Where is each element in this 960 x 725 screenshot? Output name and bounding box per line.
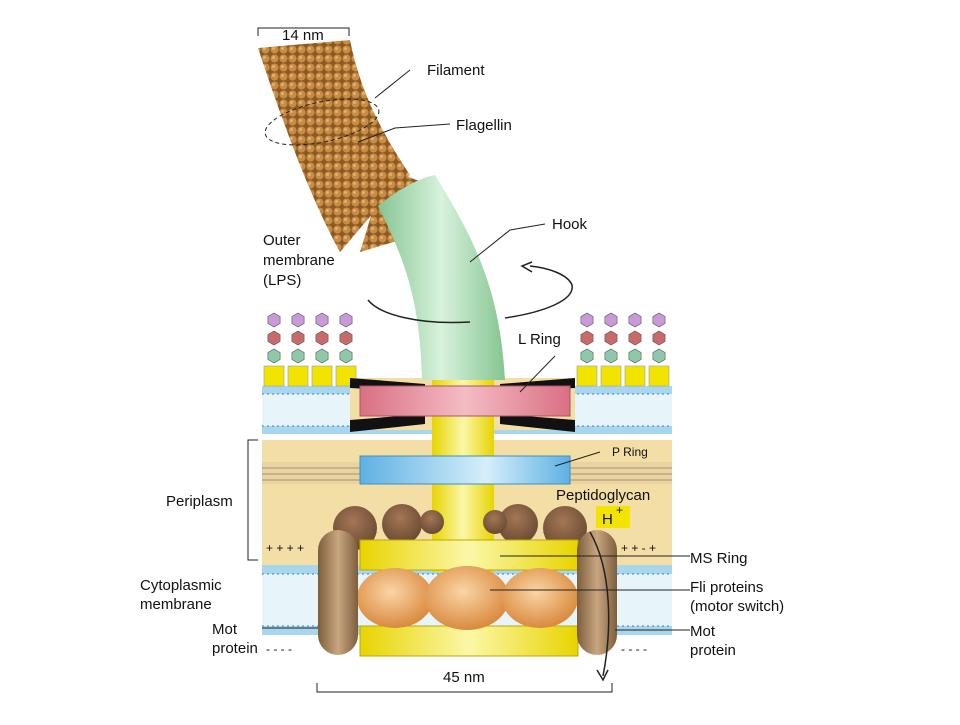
label-periplasm: Periplasm	[166, 493, 233, 510]
ms-ring	[359, 539, 579, 571]
width-bracket-top	[257, 27, 350, 36]
stator-proteins	[333, 504, 587, 550]
l-ring-seal-bottom	[350, 414, 575, 432]
lps-chain	[624, 312, 646, 387]
width-bracket-bottom	[316, 683, 613, 693]
label-mot-right-2: protein	[690, 642, 736, 659]
hook	[378, 175, 505, 380]
mot-protein-left	[318, 530, 358, 655]
l-ring	[359, 385, 571, 417]
rotation-arrow-back	[504, 265, 573, 319]
label-ms-ring: MS Ring	[690, 550, 748, 567]
filament	[258, 40, 410, 252]
label-p-ring: P Ring	[612, 445, 648, 459]
lps-chain	[311, 312, 333, 387]
proton-badge	[596, 506, 630, 528]
label-fli-1: Fli proteins	[690, 579, 763, 596]
label-mot-left-1: Mot	[212, 621, 238, 638]
label-cytoplasmic-1: Cytoplasmic	[140, 577, 222, 594]
leader-lines	[262, 69, 690, 631]
mot-protein-right	[577, 530, 617, 655]
label-mot-left-2: protein	[212, 640, 258, 657]
lps-chain	[335, 312, 357, 387]
flagellin-ellipse	[264, 98, 380, 146]
proton-flow-arrow	[589, 531, 610, 677]
rotation-arrow-front	[367, 299, 471, 324]
label-outer-membrane-1: Outer	[263, 232, 301, 249]
label-flagellin: Flagellin	[456, 117, 512, 134]
label-cytoplasmic-2: membrane	[140, 596, 212, 613]
fli-proteins	[357, 566, 578, 630]
label-mot-right-1: Mot	[690, 623, 716, 640]
lps-chain	[576, 312, 598, 387]
charges-minus-right: - - - -	[621, 642, 647, 656]
charges-plus-right: + + - +	[621, 541, 656, 555]
label-outer-membrane-2: membrane	[263, 252, 335, 269]
label-proton: H	[602, 511, 613, 528]
periplasm-bracket	[247, 439, 258, 561]
label-fli-2: (motor switch)	[690, 598, 784, 615]
label-outer-membrane-3: (LPS)	[263, 272, 301, 289]
lps-chains	[263, 312, 670, 387]
label-width-bottom: 45 nm	[443, 669, 485, 686]
lps-chain	[648, 312, 670, 387]
label-l-ring: L Ring	[518, 331, 561, 348]
label-peptidoglycan: Peptidoglycan	[556, 487, 650, 504]
lps-chain	[600, 312, 622, 387]
charges-plus-left: + + + +	[266, 541, 304, 555]
lps-chain	[287, 312, 309, 387]
rotation-arrowhead	[520, 261, 533, 273]
label-filament: Filament	[427, 62, 485, 79]
charges-minus-left: - - - -	[266, 642, 292, 656]
p-ring	[359, 455, 571, 485]
label-proton-sup: +	[616, 503, 623, 517]
proton-flow-arrowhead	[596, 669, 609, 682]
c-ring-bottom	[359, 625, 579, 657]
lps-chain	[263, 312, 285, 387]
label-width-top: 14 nm	[282, 27, 324, 44]
label-hook: Hook	[552, 216, 588, 233]
